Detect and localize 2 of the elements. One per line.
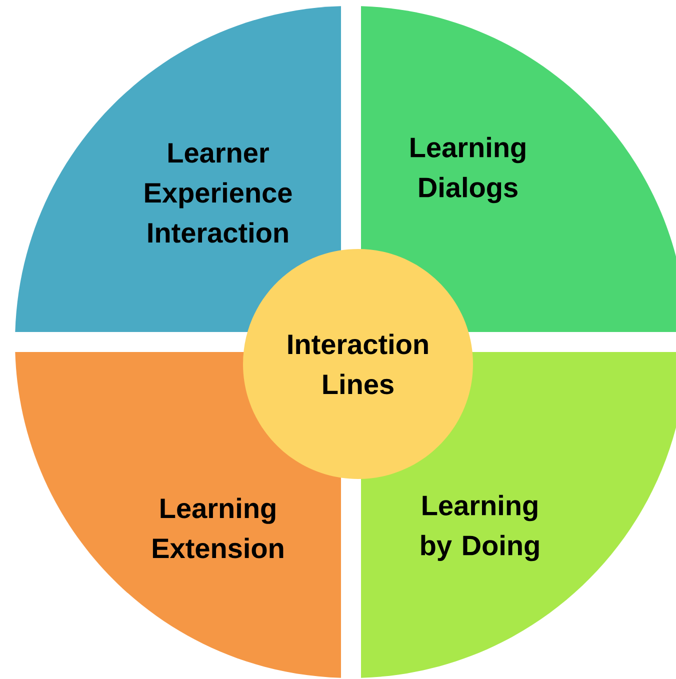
quadrant-segment: Learning Dialogs — [361, 6, 676, 332]
quadrant-segment: Learner Experience Interaction — [15, 6, 341, 332]
